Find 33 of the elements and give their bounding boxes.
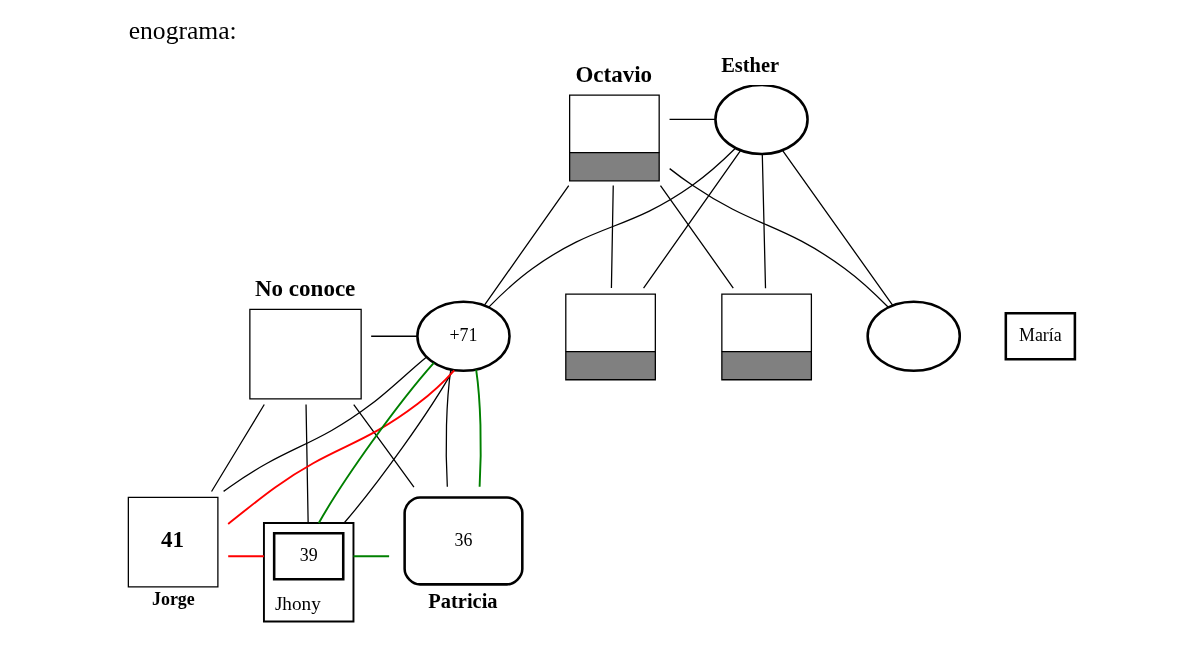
connector (474, 368, 482, 488)
connector (487, 147, 736, 308)
node-label: Patricia (427, 590, 498, 613)
node-label: Jorge (151, 589, 195, 610)
connector (668, 168, 889, 308)
node-label: No conoce (254, 274, 355, 301)
node-box: María (1004, 311, 1076, 361)
connector (668, 118, 716, 121)
connector (445, 368, 451, 488)
connector (659, 184, 734, 289)
connector (483, 184, 569, 306)
connector (226, 369, 455, 525)
node-ellipse: +71 (415, 300, 511, 373)
node-label: Octavio (574, 60, 652, 87)
connector (210, 403, 265, 493)
connector (222, 356, 427, 492)
node-box: 39 (272, 531, 344, 581)
connector (642, 149, 741, 289)
connector (317, 361, 435, 524)
node-box (248, 308, 362, 400)
node-circle (865, 300, 961, 373)
connector (781, 149, 893, 307)
connector (352, 403, 415, 488)
node-box: 36 (402, 496, 524, 586)
connector (610, 184, 614, 289)
connector (343, 369, 454, 524)
connector (226, 555, 265, 558)
diagram-title: enograma: (128, 15, 237, 45)
node-box: 41 (127, 496, 219, 588)
connector (304, 403, 309, 524)
connector (370, 335, 418, 337)
connector (761, 153, 766, 289)
connector (352, 555, 390, 558)
